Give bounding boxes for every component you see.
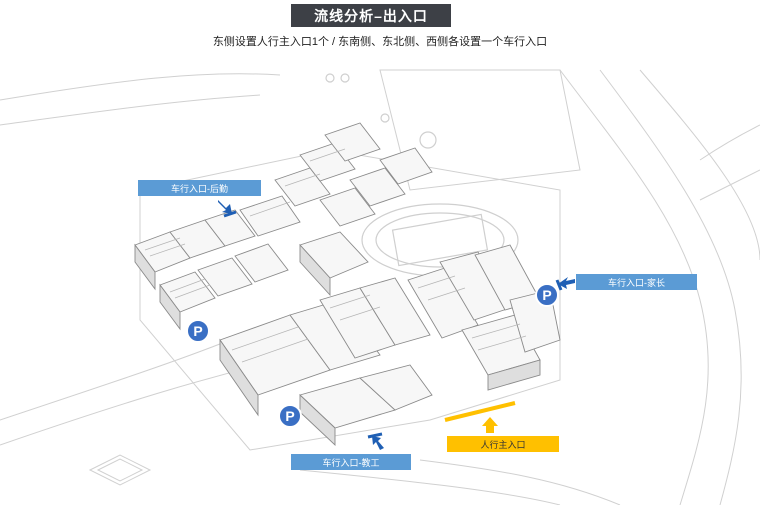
staff-arrow-icon [372,436,384,450]
parents-entrance-marker [555,279,563,291]
pedestrian-arrow-icon [482,417,498,433]
logistics-entrance-marker [223,210,237,218]
label-vehicle-entrance-parents: 车行入口-家长 [576,274,697,290]
page-subtitle: 东侧设置人行主入口1个 / 东南侧、东北侧、西侧各设置一个车行入口 [212,36,548,48]
pedestrian-entrance-line [444,401,516,422]
page-title: 流线分析–出入口 [291,4,451,27]
staff-entrance-marker [367,432,383,439]
parking-icon: P [278,404,302,428]
label-pedestrian-main-entrance: 人行主入口 [447,436,559,452]
parking-icon: P [535,283,559,307]
logistics-arrow-icon [218,200,232,214]
parents-arrow-icon [558,277,575,289]
parking-icon: P [186,319,210,343]
label-vehicle-entrance-staff: 车行入口-教工 [291,454,411,470]
label-vehicle-entrance-logistics: 车行入口-后勤 [138,180,261,196]
